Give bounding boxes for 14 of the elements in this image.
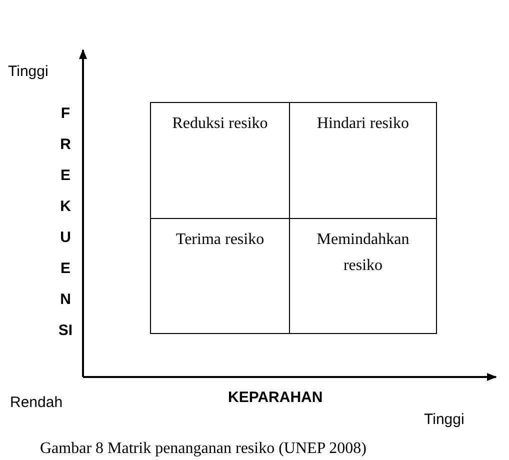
quadrant-box	[150, 218, 290, 334]
axis-label: Rendah	[10, 393, 63, 413]
quadrant-text: Memindahkan resiko	[316, 230, 410, 276]
axis-title: FREKUENSI	[58, 104, 73, 341]
quadrant-text: Hindari resiko	[316, 114, 410, 134]
axis-label: Tinggi	[8, 62, 48, 82]
quadrant-text: Reduksi resiko	[171, 114, 269, 134]
caption: Gambar 8 Matrik penanganan resiko (UNEP 2008)	[40, 439, 366, 459]
quadrant-box	[289, 102, 437, 219]
quadrant-box	[289, 218, 437, 334]
axis-title: KEPARAHAN	[228, 388, 323, 408]
quadrant-text: Terima resiko	[174, 230, 266, 250]
axis-label: Tinggi	[424, 410, 464, 430]
quadrant-box	[150, 102, 290, 219]
